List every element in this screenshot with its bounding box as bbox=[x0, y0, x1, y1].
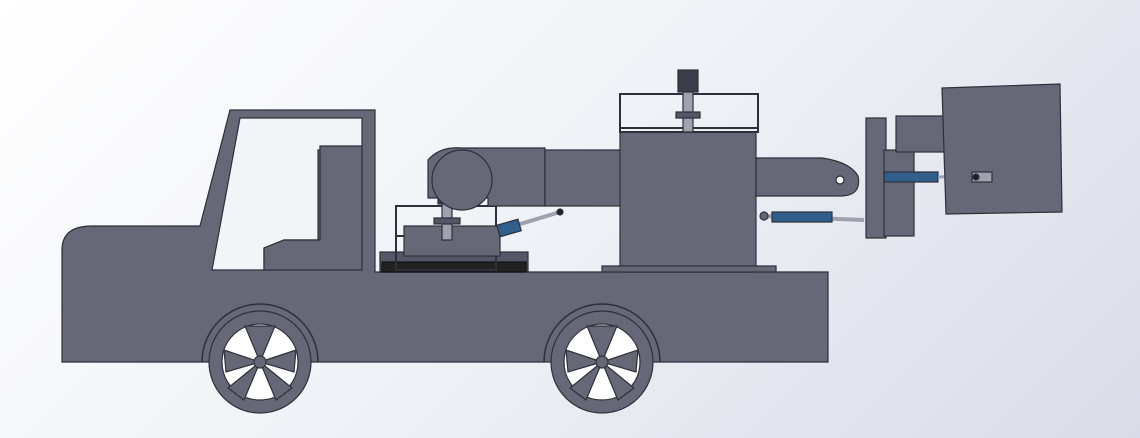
housing-foot bbox=[601, 265, 777, 273]
shoulder-joint bbox=[431, 149, 493, 211]
rear-wheel-icon bbox=[208, 310, 312, 414]
front-wheel-icon bbox=[550, 310, 654, 414]
wrist-bracket bbox=[883, 149, 915, 237]
top-motor-icon bbox=[675, 69, 701, 133]
main-housing bbox=[619, 131, 757, 273]
end-plate bbox=[941, 83, 1063, 215]
boom-arm bbox=[544, 149, 628, 207]
hydraulic-cylinder-icon bbox=[496, 208, 564, 238]
rear-wheel-arch bbox=[201, 303, 319, 363]
front-wheel-arch bbox=[543, 303, 661, 363]
hydraulic-cylinder-lower-icon bbox=[759, 211, 865, 223]
wrist-plate bbox=[865, 117, 887, 239]
cab-seat bbox=[263, 145, 363, 271]
elbow-joint bbox=[835, 175, 845, 185]
gripper-icon bbox=[971, 171, 993, 183]
track-base bbox=[379, 251, 529, 273]
forearm-link bbox=[755, 157, 860, 197]
